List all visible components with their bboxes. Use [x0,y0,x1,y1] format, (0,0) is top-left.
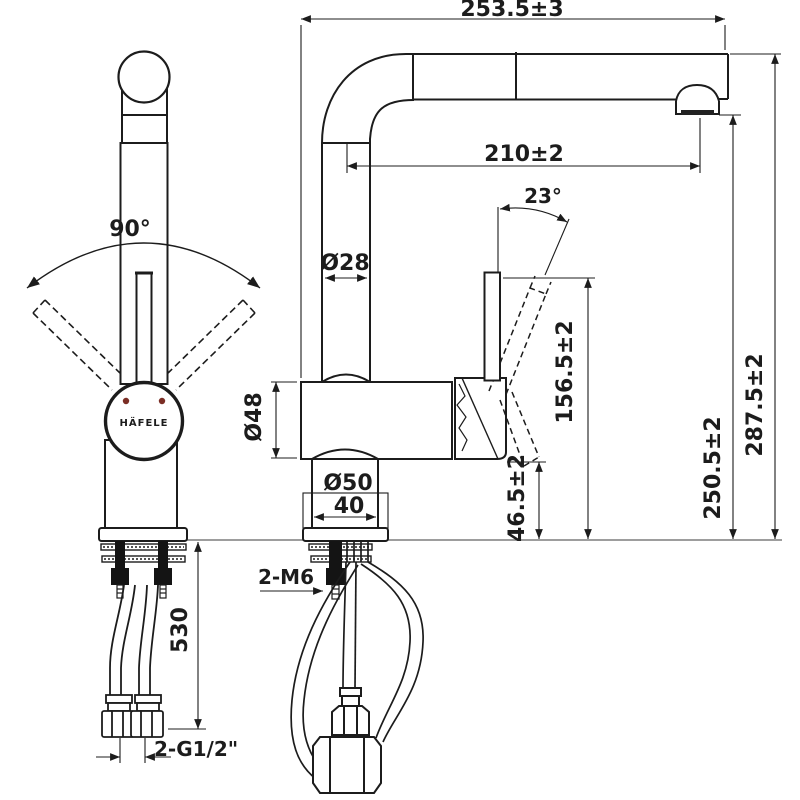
front-studs [111,541,172,585]
label-fixing-studs: 2-M6 [258,565,314,589]
front-view [26,50,261,738]
label-body-dia: Ø48 [242,392,267,441]
spray-hose-loop [290,541,424,780]
label-spout-reach: 210±2 [484,142,564,167]
front-hose-fittings [101,694,164,738]
label-spout-overall: 253.5±3 [460,0,563,22]
front-spout-head [117,50,171,104]
side-stud [326,541,345,600]
label-base-dia: Ø50 [323,471,372,496]
spray-head [675,83,720,115]
label-base-width: 40 [334,494,365,519]
dim-hose-length [168,542,206,730]
hot-dot [122,397,130,405]
dim-spout-overall [300,15,726,378]
swivel-arc [26,242,261,289]
riser-inner [369,99,415,384]
dim-overall-height [730,53,781,539]
cold-dot [158,397,166,405]
riser-outer [321,53,407,384]
swivel-dashed-arms [32,299,256,391]
front-pullout-slot [135,272,153,385]
dim-lever-height [503,277,595,539]
lever-joint [454,377,507,460]
dim-spout-reach [346,118,701,173]
front-base-plate [98,527,188,542]
body-cylinder [300,381,453,460]
labels: 253.5±3 210±2 Ø28 23° 90° 287.5±2 250.5±… [109,0,768,761]
hose-weight [312,687,382,794]
label-logo: HÄFELE [120,415,169,429]
label-tube-dia: Ø28 [320,251,369,276]
label-spout-height: 250.5±2 [701,416,726,519]
label-hose-length: 530 [168,607,193,653]
dimensions [96,15,781,763]
front-hoses [109,584,159,695]
dim-body-dia [271,381,297,459]
dim-spout-height [719,114,741,539]
dim-lever-angle [497,203,570,276]
label-lever-height: 156.5±2 [553,320,578,423]
dim-connection-thread [96,738,171,763]
label-lever-angle: 23° [524,184,562,208]
dim-body-height [507,461,546,539]
lever-stem [483,271,501,382]
label-body-height: 46.5±2 [505,454,530,542]
label-connection-thread: 2-G1/2" [154,737,238,761]
side-base-plate [302,527,389,542]
side-view [290,52,729,794]
label-swivel-angle: 90° [109,217,151,242]
lever-dashed-positions [488,275,552,467]
label-overall-height: 287.5±2 [743,353,768,456]
front-washers [100,543,187,563]
